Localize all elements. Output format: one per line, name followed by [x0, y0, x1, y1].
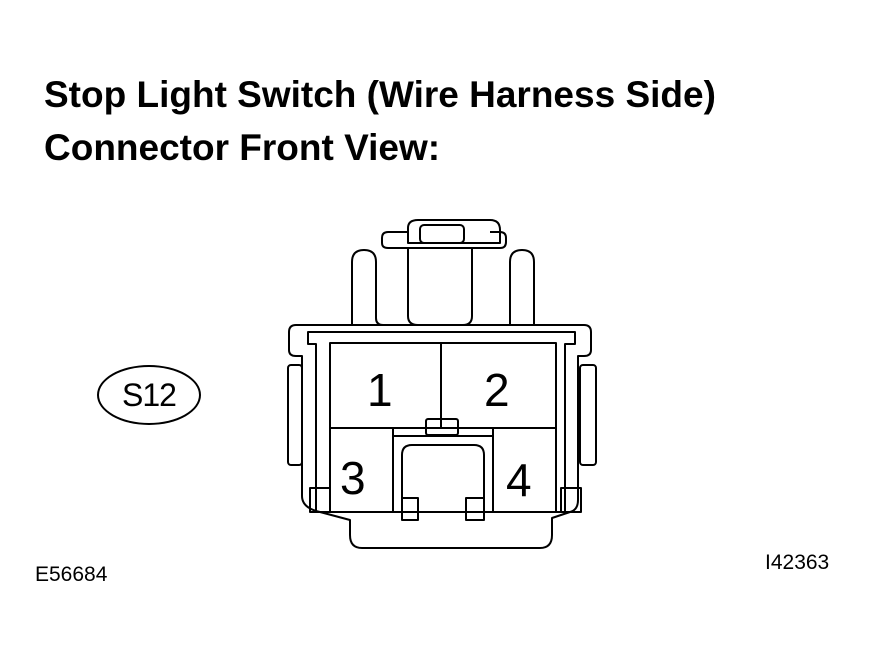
connector-latch — [407, 219, 501, 244]
terminal-3: 3 — [340, 452, 366, 504]
diagram-title: Stop Light Switch (Wire Harness Side) Co… — [44, 68, 716, 174]
connector-rib-right — [579, 364, 597, 466]
connector-guide-right — [509, 249, 535, 325]
terminal-2: 2 — [484, 364, 510, 416]
connector-housing — [288, 324, 592, 549]
title-line-1: Stop Light Switch (Wire Harness Side) — [44, 74, 716, 115]
title-line-2: Connector Front View: — [44, 127, 441, 168]
connector-id-badge: S12 — [97, 365, 201, 425]
figure-code-left: E56684 — [35, 563, 108, 586]
terminal-1: 1 — [367, 364, 393, 416]
connector-guide-left — [351, 249, 408, 326]
connector-rib-left — [287, 364, 303, 466]
terminal-4: 4 — [506, 454, 532, 506]
figure-code-right: I42363 — [765, 551, 830, 574]
